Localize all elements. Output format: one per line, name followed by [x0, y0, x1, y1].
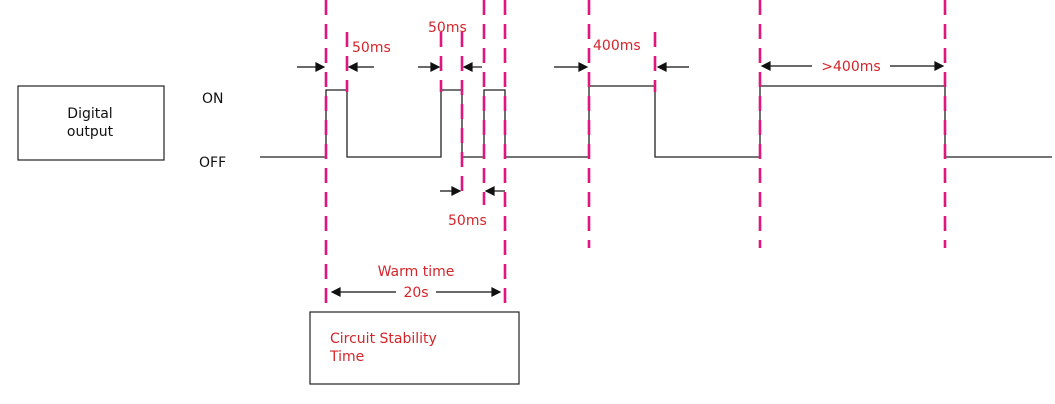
label-400ms: 400ms [593, 38, 641, 54]
signal-waveform [260, 85, 1052, 158]
arrow-warm-time [330, 287, 502, 297]
digital-output-label-line2: output [67, 124, 114, 140]
arrow-50ms-first [297, 62, 374, 72]
circuit-stability-box [309, 311, 520, 385]
label-warm-time: Warm time [378, 264, 455, 280]
on-label: ON [202, 91, 224, 107]
dashed-markers [324, 0, 947, 310]
label-gt400ms: >400ms [821, 59, 880, 75]
label-50ms-first: 50ms [352, 40, 391, 56]
off-label: OFF [199, 155, 226, 171]
arrow-50ms-second [418, 62, 482, 72]
circuit-stability-label-line1: Circuit Stability [330, 331, 437, 347]
label-warm-value: 20s [403, 285, 428, 301]
arrow-400ms [554, 62, 689, 72]
label-50ms-second: 50ms [428, 20, 467, 36]
circuit-stability-label-line2: Time [329, 349, 364, 365]
arrow-50ms-gap [440, 186, 505, 196]
arrow-gt400ms [760, 61, 945, 71]
digital-output-label-line1: Digital [67, 106, 112, 122]
digital-output-box [17, 85, 165, 161]
label-50ms-gap: 50ms [448, 213, 487, 229]
